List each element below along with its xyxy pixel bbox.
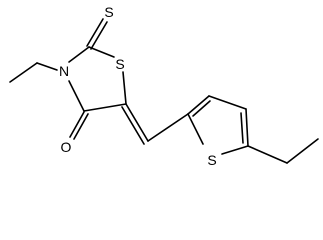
- bond-carbonyl-a: [69, 111, 85, 138]
- bond-th-c4-c5-inner: [240, 112, 244, 144]
- bond-n-c2: [68, 46, 90, 63]
- bond-thione-a: [86, 18, 104, 47]
- bond-ethyl-ch2-n: [36, 62, 58, 71]
- bond-th-c2-c3-inner: [192, 100, 211, 117]
- atom-label-carbonyl-o: O: [61, 139, 72, 155]
- bond-c5-c4: [83, 103, 127, 112]
- bond-th-c4-c5: [245, 108, 249, 147]
- bond-methine-thiophene: [147, 113, 189, 142]
- bond-th-c2-c3: [187, 95, 210, 115]
- atom-label-ring-n: N: [59, 63, 69, 79]
- atom-label-ring-s: S: [115, 56, 124, 72]
- bond-exocyclic-a: [125, 103, 149, 142]
- bond-carbonyl-b: [73, 113, 89, 140]
- bond-th-c3-c4: [208, 95, 247, 110]
- bond-th-ethyl-ch2: [247, 145, 288, 164]
- bond-s1-c5: [122, 71, 127, 105]
- bond-exocyclic-b: [121, 106, 145, 145]
- bond-ethyl-ch3-ch2: [9, 62, 38, 83]
- bond-th-s-c2: [187, 113, 204, 145]
- bond-c4-n: [68, 80, 85, 112]
- bond-thione-b: [90, 21, 108, 50]
- bond-th-ethyl-ch3: [286, 138, 319, 164]
- bond-th-c5-s: [221, 145, 249, 155]
- chemical-structure-diagram: S N S O S: [9, 4, 319, 168]
- atom-label-thione-s: S: [104, 4, 113, 20]
- atom-label-thiophene-s: S: [207, 152, 216, 168]
- bond-c2-s1: [88, 46, 115, 58]
